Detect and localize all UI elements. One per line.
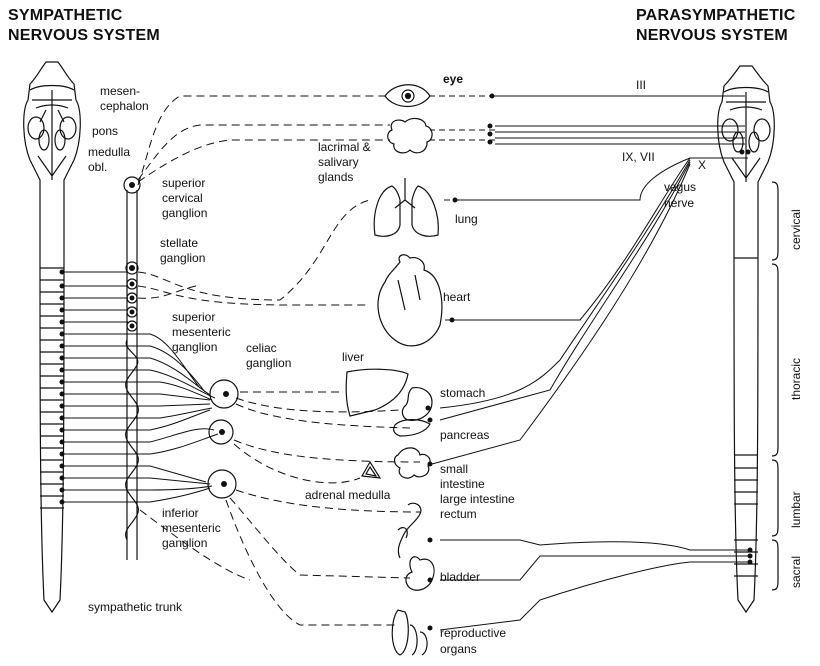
- small-intestine-label-2: intestine: [440, 477, 485, 491]
- lung-label: lung: [455, 212, 478, 226]
- adrenal-medulla-organ: [362, 462, 380, 478]
- lacrimal-gland-organ: [388, 119, 432, 153]
- cervical-region-label: cervical: [789, 209, 803, 250]
- prevertebral-dots: [219, 391, 229, 487]
- lung-organ: [374, 178, 438, 236]
- superior-mesenteric-ganglion-label-1: superior: [172, 310, 215, 324]
- pancreas-label: pancreas: [440, 428, 489, 442]
- right-spinal-cord: [718, 66, 775, 612]
- stomach-organ: [402, 388, 432, 421]
- eye-organ: [385, 85, 430, 107]
- reproductive-organ: [392, 610, 427, 655]
- small-intestine-organ: [395, 448, 431, 478]
- stomach-label: stomach: [440, 386, 485, 400]
- celiac-ganglion-label-2: ganglion: [246, 356, 291, 370]
- mesencephalon-label-1: mesen-: [100, 84, 140, 98]
- sacral-region-label: sacral: [789, 556, 803, 588]
- bladder-label: bladder: [440, 570, 480, 584]
- reproductive-organs-label-1: reproductive: [440, 626, 506, 640]
- liver-label: liver: [342, 350, 364, 364]
- heart-organ: [378, 255, 442, 346]
- vagus-nerve-label-2: nerve: [664, 196, 694, 210]
- parasympathetic-title-line1: PARASYMPATHETIC: [636, 6, 795, 25]
- inferior-mesenteric-ganglion-label-2: mesenteric: [162, 521, 221, 535]
- spinal-region-brackets: [772, 182, 778, 590]
- stellate-ganglion-label-1: stellate: [160, 236, 198, 250]
- lacrimal-label-1: lacrimal &: [318, 140, 371, 154]
- adrenal-medulla-label: adrenal medulla: [305, 488, 390, 502]
- sympathetic-chain: [124, 177, 140, 560]
- inferior-mesenteric-ganglion-label-3: ganglion: [162, 536, 207, 550]
- prevertebral-ganglia: [208, 380, 238, 498]
- small-intestine-label-1: small: [440, 462, 468, 476]
- cranial-nerve-iii-label: III: [636, 78, 646, 92]
- inferior-mesenteric-ganglion-label-1: inferior: [162, 506, 199, 520]
- pancreas-organ: [394, 420, 430, 436]
- lumbar-region-label: lumbar: [789, 491, 803, 528]
- large-intestine-label: large intestine: [440, 492, 515, 506]
- vagus-nerve-label-1: vagus: [664, 180, 696, 194]
- reproductive-organs-label-2: organs: [440, 642, 477, 656]
- lacrimal-label-3: glands: [318, 170, 353, 184]
- preganglionic-lines-left: [64, 272, 218, 502]
- left-spinal-cord: [24, 62, 81, 612]
- celiac-ganglion-label-1: celiac: [246, 341, 277, 355]
- eye-label: eye: [443, 72, 463, 86]
- cranial-nerve-x-label: X: [698, 158, 706, 172]
- cranial-nerve-ix-vii-label: IX, VII: [622, 150, 655, 164]
- parasympathetic-title-line2: NERVOUS SYSTEM: [636, 26, 788, 45]
- superior-cervical-ganglion-label-1: superior: [162, 176, 205, 190]
- bladder-organ: [406, 557, 434, 590]
- parasympathetic-postganglionic-dashed: [430, 96, 495, 320]
- sympathetic-title-line1: SYMPATHETIC: [8, 6, 123, 25]
- pons-label: pons: [92, 124, 118, 138]
- mesencephalon-label-2: cephalon: [100, 99, 149, 113]
- medulla-label-1: medulla: [88, 145, 130, 159]
- superior-cervical-ganglion-label-3: ganglion: [162, 206, 207, 220]
- heart-label: heart: [443, 290, 470, 304]
- liver-organ: [346, 369, 408, 416]
- stellate-ganglion-label-2: ganglion: [160, 251, 205, 265]
- parasympathetic-preganglionic: [432, 96, 748, 630]
- large-intestine-organ: [398, 503, 421, 558]
- thoracic-region-label: thoracic: [789, 358, 803, 400]
- sympathetic-title-line2: NERVOUS SYSTEM: [8, 26, 160, 45]
- lacrimal-label-2: salivary: [318, 155, 359, 169]
- right-cord-neuron-dots: [740, 150, 753, 565]
- medulla-label-2: obl.: [88, 160, 107, 174]
- superior-cervical-ganglion-label-2: cervical: [162, 191, 203, 205]
- superior-mesenteric-ganglion-label-3: ganglion: [172, 340, 217, 354]
- rectum-label: rectum: [440, 507, 477, 521]
- sympathetic-trunk-label: sympathetic trunk: [88, 600, 182, 614]
- parasympathetic-ganglion-dots: [426, 94, 495, 631]
- superior-mesenteric-ganglion-label-2: mesenteric: [172, 325, 231, 339]
